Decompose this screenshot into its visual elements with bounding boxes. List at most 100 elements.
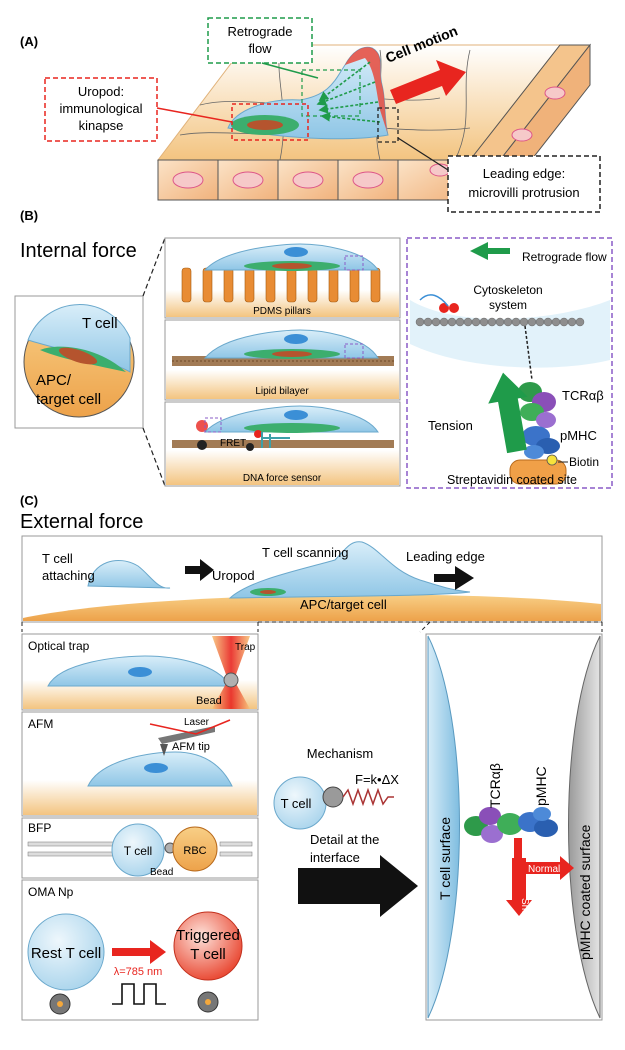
retrograde-region-box <box>301 69 361 117</box>
bfp-bead-label: Bead <box>150 867 173 878</box>
uropod-leader <box>156 107 233 123</box>
retrograde-label-line2: flow <box>248 41 272 56</box>
cell-nucleus <box>247 120 283 130</box>
apc-label-line1: APC/ <box>36 372 72 389</box>
leading-edge-actin <box>345 47 388 135</box>
attach-arrow <box>185 559 214 581</box>
scanning-cell <box>228 541 471 599</box>
linker <box>524 325 533 381</box>
retrograde-flow-arrow <box>470 242 510 260</box>
afm-panel: AFM Laser AFM tip <box>21 711 259 817</box>
leading-edge-label-line1: Leading edge: <box>483 166 565 181</box>
attaching-label-line1: T cell <box>42 551 73 566</box>
optical-trap-panel: Optical trap Trap Bead <box>21 633 259 711</box>
panel-a: (A) <box>20 17 601 213</box>
pmhc-surface-shape <box>568 635 601 1019</box>
banner-leading-edge-label: Leading edge <box>406 549 485 564</box>
uropod-label-line1: Uropod: <box>78 84 124 99</box>
interface-tcr-label: TCRαβ <box>487 763 503 808</box>
apc-label-line2: target cell <box>36 391 101 408</box>
detail-arrow <box>298 855 418 917</box>
tcr-label: TCRαβ <box>562 388 604 403</box>
zoom-line-bottom <box>142 427 166 487</box>
shear-label: Shear <box>519 898 530 925</box>
wavelength-label: λ=785 nm <box>114 966 163 978</box>
actin-filament <box>415 317 585 327</box>
normal-force-arrow <box>514 838 574 880</box>
cell-motion-arrow <box>390 60 466 104</box>
normal-label: Normal <box>528 864 560 875</box>
interface-pmhc-label: pMHC <box>533 766 549 806</box>
leading-edge-arrow <box>434 566 474 590</box>
bfp-tcell-label: T cell <box>124 844 152 858</box>
internal-force-heading: Internal force <box>20 240 137 262</box>
bfp-panel: BFP T cell RBC Bead <box>21 817 259 879</box>
tension-arrow <box>488 372 528 454</box>
attaching-cell <box>87 560 171 589</box>
cytoskeleton-label-line1: Cytoskeleton <box>473 283 542 297</box>
leading-edge-label-line2: microvilli protrusion <box>468 185 579 200</box>
uropod-label: Uropod <box>212 568 255 583</box>
laser-label: Laser <box>184 717 210 728</box>
uropod-region-box <box>231 103 309 141</box>
panel-a-tag: (A) <box>20 34 38 49</box>
panel-c-tag: (C) <box>20 493 38 508</box>
banner-apc-label: APC/target cell <box>300 597 387 612</box>
tcr-pmhc-complex <box>464 807 558 843</box>
mechanism-label: Mechanism <box>307 746 373 761</box>
uropod-label-line2: immunological <box>59 101 142 116</box>
optical-trap-label: Optical trap <box>28 639 90 653</box>
trap-bead-label: Bead <box>196 695 222 707</box>
rbc-label: RBC <box>183 845 206 857</box>
uropod-label-line3: kinapse <box>79 118 124 133</box>
panel-b: (B) Internal force T cell APC/ target ce… <box>14 208 613 489</box>
activation-arrow <box>112 940 166 964</box>
pmhc-label: pMHC <box>560 428 597 443</box>
scanning-banner: T cell attaching Uropod T cell scanning … <box>21 535 603 623</box>
scanning-label: T cell scanning <box>262 545 348 560</box>
retrograde-flow-label: Retrograde flow <box>522 250 607 264</box>
mechanism-schematic: Mechanism T cell F=k•ΔX <box>273 746 399 830</box>
mechanism-tcell-label: T cell <box>281 796 312 811</box>
pdms-pillars-panel: PDMS pillars <box>164 237 401 319</box>
lipid-bilayer-label: Lipid bilayer <box>255 386 309 397</box>
tcell-surface-label: T cell surface <box>437 817 453 900</box>
t-cell-label: T cell <box>82 315 118 332</box>
biotin-label: Biotin <box>569 455 599 469</box>
trap-label: Trap <box>235 642 256 653</box>
retrograde-label-line1: Retrograde <box>227 24 292 39</box>
leading-edge-region-box <box>377 107 399 143</box>
panel-c: (C) External force T cell attaching Urop… <box>20 493 603 1021</box>
retrograde-arrows <box>316 61 381 123</box>
oma-label: OMA Np <box>28 885 74 899</box>
pmhc-surface-label: pMHC coated surface <box>577 824 593 960</box>
synapse-center <box>58 347 98 365</box>
hooke-formula: F=k•ΔX <box>355 772 399 787</box>
pmhc-molecule <box>522 426 560 459</box>
myosin-motor <box>419 294 459 313</box>
zoom-line-top <box>142 237 166 297</box>
streptavidin-label: Streptavidin coated site <box>447 473 577 487</box>
membrane-region <box>410 300 610 368</box>
afm-label: AFM <box>28 717 53 731</box>
pulse-train <box>112 983 166 1005</box>
dna-sensor-label: DNA force sensor <box>243 473 322 484</box>
triggered-label-line2: T cell <box>190 946 226 963</box>
oma-panel: OMA Np Rest T cell Triggered T cell λ=78… <box>21 879 259 1021</box>
fret-label: FRET <box>220 438 246 449</box>
dna-sensor-panel: FRET DNA force sensor <box>164 401 401 487</box>
detail-label-line1: Detail at the <box>310 832 379 847</box>
biotin-dot <box>546 454 558 466</box>
detail-label-line2: interface <box>310 850 360 865</box>
cytoskeleton-label-line2: system <box>489 298 527 312</box>
leading-edge-leader <box>397 137 449 171</box>
shear-force-arrow <box>506 858 532 916</box>
uropod-label-box <box>44 77 158 142</box>
panel-b-tag: (B) <box>20 208 38 223</box>
rest-tcell-label: Rest T cell <box>31 945 101 962</box>
retrograde-label-box <box>207 17 313 64</box>
tcell-surface-shape <box>427 635 460 1019</box>
external-force-heading: External force <box>20 511 143 533</box>
attaching-label-line2: attaching <box>42 568 95 583</box>
